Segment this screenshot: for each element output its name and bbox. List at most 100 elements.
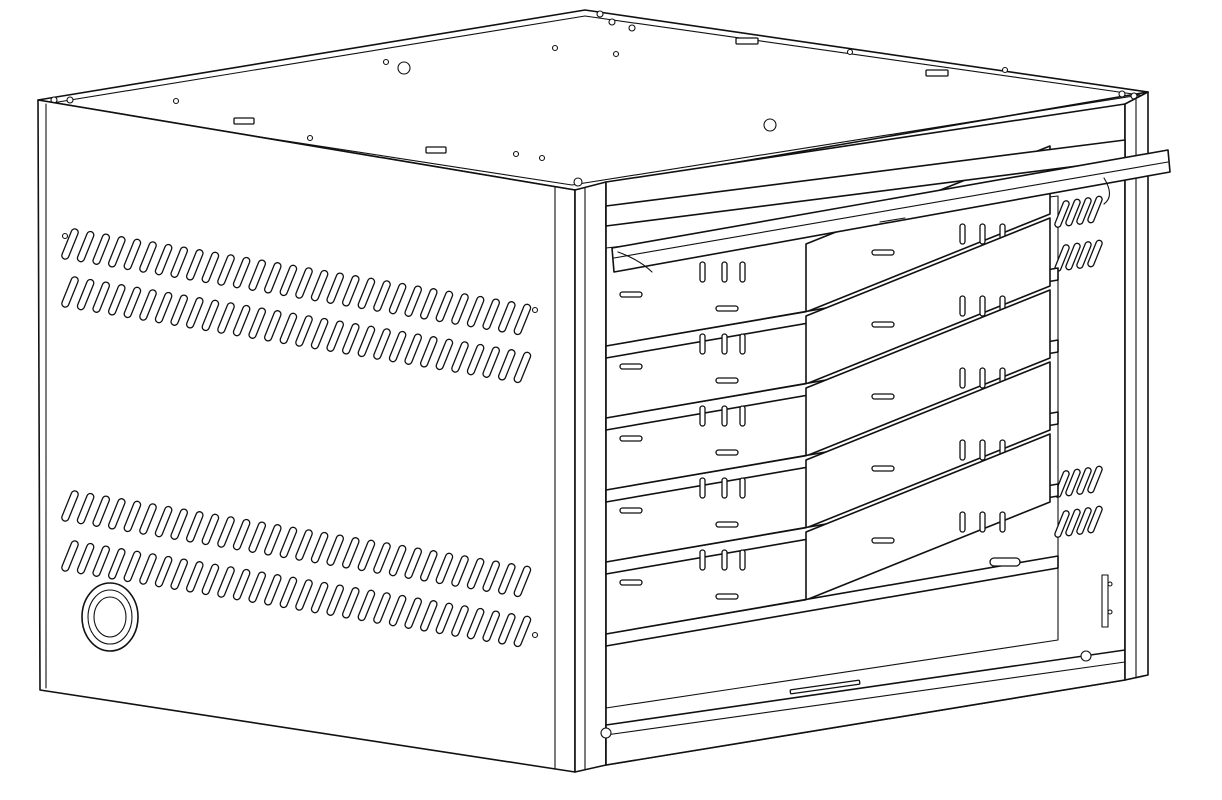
vent-slot bbox=[217, 302, 235, 334]
vent-slot bbox=[435, 552, 454, 585]
vent-slot bbox=[185, 561, 204, 593]
vent-slot bbox=[248, 259, 267, 291]
vent-slot bbox=[76, 542, 95, 575]
vent-slot bbox=[217, 254, 235, 286]
vent-slot bbox=[482, 298, 501, 330]
vent-slot bbox=[279, 576, 298, 609]
vent-slot bbox=[341, 323, 360, 355]
vent-slot bbox=[435, 602, 454, 635]
shelf-divider bbox=[805, 217, 1051, 385]
vent-slot bbox=[1076, 507, 1092, 535]
vent-slot bbox=[248, 571, 267, 603]
vent-slot bbox=[497, 563, 516, 595]
vent-slot bbox=[1065, 242, 1081, 271]
vent-slot bbox=[404, 333, 423, 365]
vent-slot bbox=[404, 597, 423, 629]
vent-slot bbox=[263, 524, 282, 556]
vent-slot bbox=[482, 346, 501, 378]
vent-slot bbox=[513, 565, 532, 598]
vent-slot bbox=[139, 289, 157, 321]
vent-slot bbox=[373, 280, 391, 312]
vent-slot bbox=[388, 544, 407, 577]
vent-slot bbox=[326, 584, 345, 616]
shelf-divider bbox=[805, 433, 1051, 601]
vent-slot bbox=[1054, 200, 1070, 228]
vent-slot bbox=[1087, 195, 1103, 224]
vent-slot bbox=[1087, 239, 1103, 268]
vent-slot bbox=[76, 230, 95, 263]
vent-slot bbox=[217, 516, 235, 548]
vent-slot bbox=[482, 560, 501, 592]
vent-slot bbox=[466, 557, 485, 590]
vent-slot bbox=[451, 341, 469, 373]
shelf bbox=[605, 433, 1059, 647]
vent-slot bbox=[513, 351, 532, 384]
vent-slot bbox=[201, 513, 220, 546]
vent-slot bbox=[419, 600, 438, 632]
vent-slot bbox=[295, 529, 313, 561]
vent-slot bbox=[154, 505, 173, 538]
vent-slot bbox=[170, 558, 189, 590]
vent-slot bbox=[201, 251, 220, 284]
vent-slot bbox=[1076, 467, 1092, 495]
vent-slot bbox=[201, 299, 220, 332]
vent-slot bbox=[466, 343, 485, 376]
vent-slot bbox=[248, 307, 267, 339]
vent-slot bbox=[295, 579, 313, 611]
side-panel bbox=[37, 99, 576, 773]
vent-slot bbox=[170, 246, 189, 278]
back-vent-slots bbox=[1054, 195, 1103, 538]
vent-slot bbox=[107, 284, 126, 316]
vent-slot bbox=[279, 312, 298, 345]
vent-slot bbox=[185, 249, 204, 281]
vent-slot bbox=[326, 534, 345, 566]
vent-slot bbox=[419, 288, 438, 320]
vent-slot bbox=[1054, 510, 1070, 538]
vent-slot bbox=[92, 233, 111, 265]
vent-slot bbox=[310, 531, 329, 564]
vent-slot bbox=[248, 521, 267, 553]
vent-slot bbox=[310, 581, 329, 614]
vent-slot bbox=[123, 500, 142, 533]
vent-slot bbox=[232, 568, 251, 601]
vent-slot bbox=[185, 511, 204, 543]
shelf-plate bbox=[605, 555, 1059, 647]
vent-slot bbox=[232, 304, 251, 337]
vent-slot bbox=[92, 495, 111, 527]
vent-slot bbox=[76, 278, 95, 311]
vent-slot bbox=[388, 330, 407, 363]
vent-slot bbox=[107, 548, 126, 580]
vent-slot bbox=[466, 607, 485, 640]
vent-slot bbox=[388, 282, 407, 315]
vent-slot bbox=[419, 336, 438, 368]
vent-slot bbox=[279, 526, 298, 559]
vent-slot bbox=[341, 537, 360, 569]
vent-slot bbox=[451, 293, 469, 325]
vent-slot bbox=[123, 286, 142, 319]
vent-slot bbox=[419, 550, 438, 582]
front-right-post bbox=[1101, 91, 1149, 681]
vent-slot bbox=[497, 349, 516, 381]
vent-slot bbox=[61, 276, 79, 308]
vent-slot bbox=[310, 269, 329, 302]
vent-slot bbox=[513, 303, 532, 336]
vent-slot bbox=[326, 320, 345, 352]
vent-slot bbox=[263, 310, 282, 342]
vent-slot bbox=[373, 542, 391, 574]
vent-slot bbox=[154, 243, 173, 276]
vent-slot bbox=[466, 295, 485, 328]
door-handle-rail bbox=[605, 139, 1171, 273]
vent-slot bbox=[139, 241, 157, 273]
vent-slot bbox=[326, 272, 345, 304]
vent-slot bbox=[373, 328, 391, 360]
vent-slot bbox=[341, 275, 360, 307]
vent-slot bbox=[451, 605, 469, 637]
vent-slot bbox=[170, 294, 189, 326]
vent-slot bbox=[341, 587, 360, 619]
vent-slot bbox=[1076, 241, 1092, 269]
vent-slot bbox=[61, 490, 79, 522]
vent-slot bbox=[139, 553, 157, 585]
vent-slot bbox=[201, 563, 220, 596]
